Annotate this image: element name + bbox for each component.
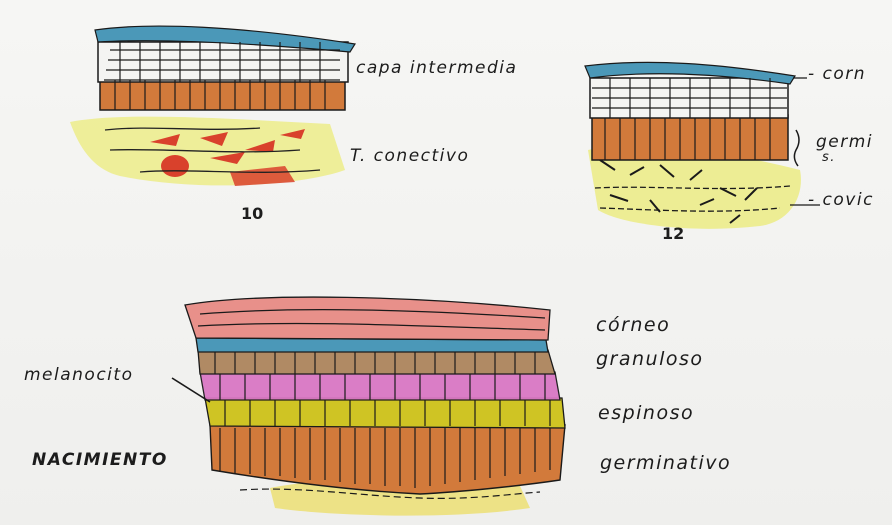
label-capa-intermedia: capa intermedia bbox=[356, 58, 517, 78]
label-germinativo-sub-12: s. bbox=[822, 150, 836, 165]
label-nacimiento: NACIMIENTO bbox=[32, 450, 168, 470]
label-espinoso: espinoso bbox=[598, 402, 694, 424]
figure-number-12: 12 bbox=[662, 224, 684, 243]
label-tejido-conectivo: T. conectivo bbox=[350, 146, 469, 166]
label-corneo: córneo bbox=[596, 314, 670, 336]
drawing-12-epithelium bbox=[585, 62, 801, 228]
label-conectivo-12: - covic bbox=[808, 190, 874, 210]
label-melanocito: melanocito bbox=[24, 365, 133, 385]
label-granuloso: granuloso bbox=[596, 348, 704, 370]
label-germinativo: germinativo bbox=[600, 452, 731, 474]
label-germinativo-12: germi bbox=[816, 132, 873, 152]
label-corneo-12: - corn bbox=[808, 64, 866, 84]
figure-number-10: 10 bbox=[241, 204, 263, 223]
